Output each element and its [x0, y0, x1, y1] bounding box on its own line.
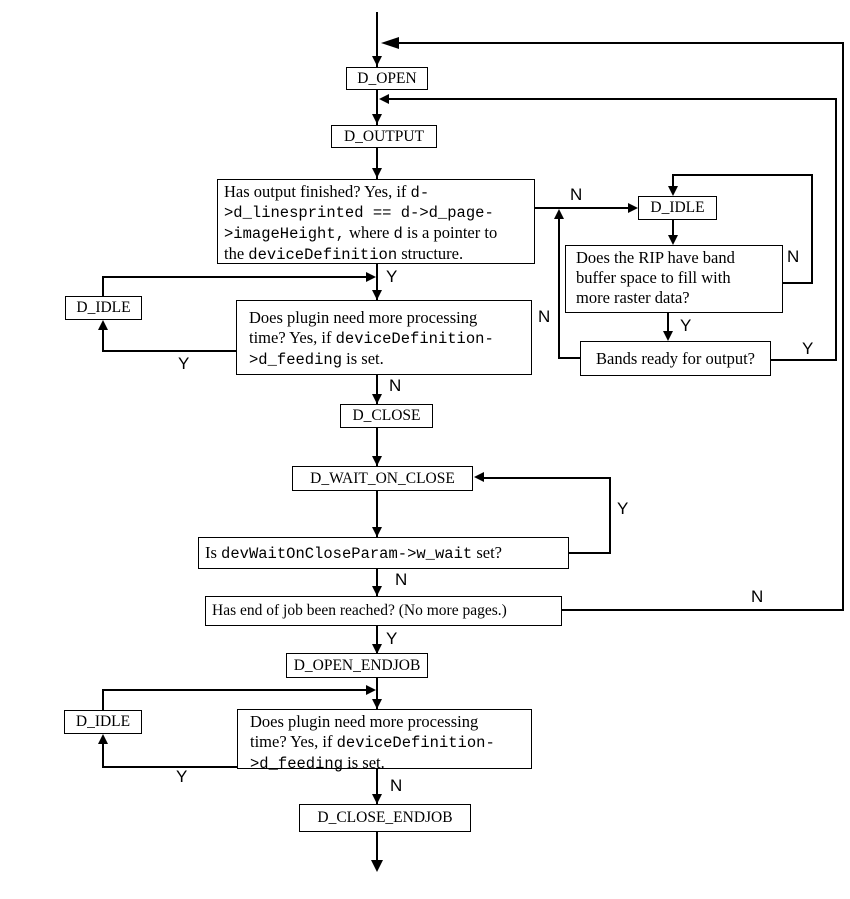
label-plugin-bottom-yes: Y: [176, 767, 188, 786]
edge-hasoutput-no: [535, 207, 631, 209]
edge-rip-no-return-v: [811, 174, 813, 283]
arrow-into-d-wait-on-close: [372, 456, 382, 466]
label-devwait-no: N: [395, 570, 408, 589]
state-d-wait-on-close: D_WAIT_ON_CLOSE: [292, 466, 473, 491]
arrow-endjob-return-into-spine: [381, 37, 399, 49]
edge-exit-line: [376, 832, 378, 861]
arrow-into-has-output: [372, 168, 382, 178]
decision-end-of-job: Has end of job been reached? (No more pa…: [205, 596, 562, 626]
edge-rip-no-return-drop: [672, 174, 674, 189]
edge-idle-mid-return-h: [102, 276, 369, 278]
edge-openendjob-to-plugin: [376, 678, 378, 709]
state-d-close-endjob: D_CLOSE_ENDJOB: [299, 804, 471, 832]
state-d-open-endjob: D_OPEN_ENDJOB: [286, 653, 428, 678]
label-bands-yes: Y: [802, 339, 814, 358]
edge-idle-bottom-return-v: [102, 689, 104, 710]
edge-endjob-no-return-v: [842, 42, 844, 610]
arrow-bands-return-into-spine: [379, 94, 389, 104]
arrow-into-rip-box: [668, 235, 678, 245]
edge-bands-no-return-v: [558, 216, 560, 358]
label-plugin-mid-yes: Y: [178, 354, 190, 373]
label-rip-yes: Y: [680, 316, 692, 335]
edge-idle-to-rip: [672, 220, 674, 238]
arrow-into-d-idle-right: [628, 203, 638, 213]
arrow-devwait-yes-into-wait: [474, 472, 484, 482]
arrow-idle-mid-join-spine: [366, 272, 376, 282]
edge-rip-no-return-exit: [783, 282, 813, 284]
label-riploop-no: N: [787, 247, 800, 266]
arrow-riploop-into-d-idle: [668, 186, 678, 196]
state-d-idle-mid: D_IDLE: [65, 296, 142, 320]
decision-bands-ready: Bands ready for output?: [580, 341, 771, 376]
arrow-exit: [371, 860, 383, 872]
edge-entry-line: [376, 12, 378, 67]
label-plugin-bottom-no: N: [390, 776, 403, 795]
arrow-into-plugin-mid: [372, 290, 382, 300]
edge-endjob-no-return-bottom: [562, 609, 844, 611]
label-plugin-mid-no: N: [389, 376, 402, 395]
state-d-open: D_OPEN: [346, 67, 428, 90]
arrow-into-d-idle-mid: [98, 320, 108, 330]
edge-plugin-yes-v: [102, 328, 104, 351]
edge-bands-no-return-h: [558, 357, 580, 359]
decision-devwaitonclose: Is devWaitOnCloseParam->w_wait set?: [198, 537, 569, 569]
edge-endjob-yes-line: [376, 626, 378, 654]
arrow-into-d-open: [372, 56, 382, 66]
edge-plugin-no-line: [376, 375, 378, 404]
arrow-into-devwait: [372, 527, 382, 537]
arrow-bands-no-up: [554, 209, 564, 219]
arrow-into-d-open-endjob: [372, 644, 382, 654]
edge-output-to-hasoutput: [376, 147, 378, 179]
state-d-close: D_CLOSE: [340, 404, 433, 428]
label-hasoutput-no: N: [570, 185, 583, 204]
edge-hasoutput-yes-line: [376, 264, 378, 300]
label-devwait-yes: Y: [617, 499, 629, 518]
decision-plugin-processing-mid: Does plugin need more processing time? Y…: [236, 300, 532, 375]
label-endofjob-yes: Y: [386, 629, 398, 648]
arrow-into-endofjob: [372, 586, 382, 596]
label-endofjob-no: N: [751, 587, 764, 606]
edge-rip-yes: [667, 313, 669, 335]
arrow-idle-bottom-join-spine: [366, 685, 376, 695]
edge-bands-yes-return-top: [387, 98, 837, 100]
edge-devwait-yes-return: [482, 477, 611, 479]
edge-idle-bottom-return-h: [102, 689, 369, 691]
label-bands-no: N: [538, 307, 551, 326]
arrow-into-plugin-bottom: [372, 699, 382, 709]
decision-plugin-processing-bottom: Does plugin need more processing time? Y…: [237, 709, 532, 773]
arrow-into-d-close: [372, 394, 382, 404]
decision-has-output-finished: Has output finished? Yes, if d- >d_lines…: [217, 179, 535, 264]
edge-close-to-wait: [376, 428, 378, 466]
arrow-into-d-close-endjob: [372, 794, 382, 804]
decision-rip-band-buffer: Does the RIP have band buffer space to f…: [565, 245, 783, 313]
edge-bands-yes-return-bottom: [771, 359, 837, 361]
edge-devwait-yes-exit: [569, 552, 611, 554]
edge-plugin2-no-line: [376, 769, 378, 804]
state-d-output: D_OUTPUT: [331, 125, 437, 148]
edge-wait-to-devwait: [376, 491, 378, 537]
edge-rip-no-return-top: [672, 174, 813, 176]
edge-open-to-output: [376, 89, 378, 125]
edge-devwait-yes-v: [609, 477, 611, 554]
state-d-idle-bottom: D_IDLE: [64, 710, 142, 734]
edge-endjob-no-return-top: [392, 42, 844, 44]
edge-idle-mid-return-v: [102, 276, 104, 297]
state-d-idle-right: D_IDLE: [638, 196, 717, 220]
edge-devwait-no-line: [376, 569, 378, 596]
arrow-into-bands-box: [663, 331, 673, 341]
edge-plugin2-yes-h: [102, 766, 237, 768]
arrow-into-d-idle-bottom: [98, 734, 108, 744]
label-hasoutput-yes: Y: [386, 267, 398, 286]
edge-bands-yes-return-v: [835, 98, 837, 361]
edge-plugin-yes-h: [102, 350, 238, 352]
edge-plugin2-yes-v: [102, 742, 104, 767]
arrow-into-d-output: [372, 114, 382, 124]
